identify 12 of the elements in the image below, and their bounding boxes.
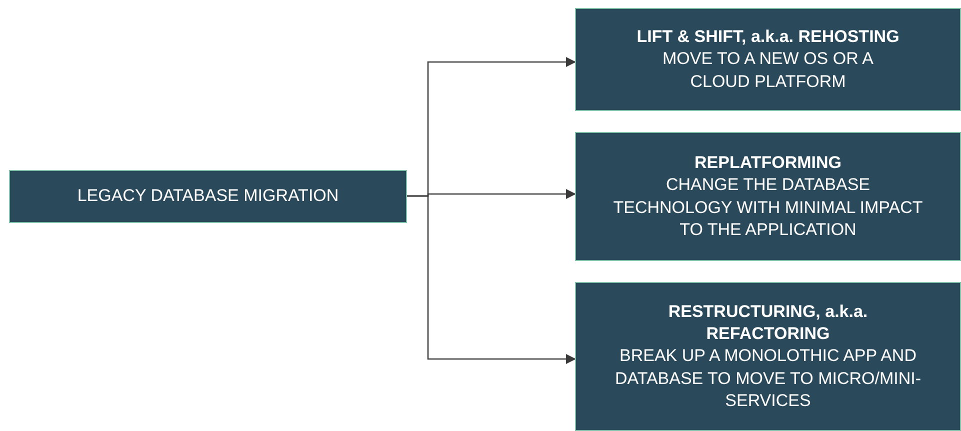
box-text: CHANGE THE DATABASE TECHNOLOGY WITH MINIMAL IMPACT TO THE APPLICATION xyxy=(612,174,924,241)
process-box xyxy=(575,282,961,431)
connector-arrow xyxy=(407,195,576,364)
box-text: BREAK UP A MONOLOTHIC APP AND DATABASE TO MOVE TO MICRO/MINI-SERVICES xyxy=(614,345,922,412)
box-heading: REPLATFORMING xyxy=(694,152,842,174)
process-box xyxy=(575,8,961,111)
box-heading: RESTRUCTURING, a.k.a. REFACTORING xyxy=(667,301,869,346)
process-box xyxy=(575,132,961,261)
box-text: MOVE TO A NEW OS OR A CLOUD PLATFORM xyxy=(662,48,874,93)
process-box xyxy=(9,170,407,223)
box-text: LEGACY DATABASE MIGRATION xyxy=(77,185,339,208)
box-heading: LIFT & SHIFT, a.k.a. REHOSTING xyxy=(636,26,900,48)
